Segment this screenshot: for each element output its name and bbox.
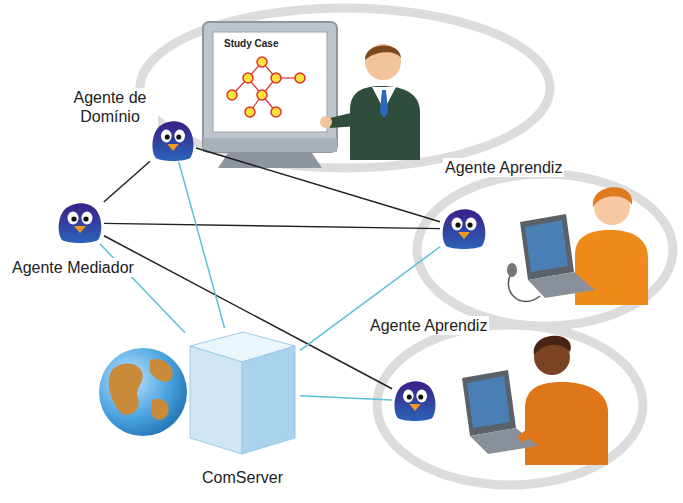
agent-label: Agente de Domínio — [62, 88, 158, 126]
server-shape — [185, 328, 300, 458]
agent-label: Agente Aprendiz — [368, 316, 489, 335]
agent-shape — [392, 380, 438, 422]
connector — [196, 148, 440, 222]
group-ring — [140, 8, 550, 168]
agent-icon: Agente Mediador — [56, 202, 104, 244]
agent-label: Agente Mediador — [10, 258, 136, 277]
server-box: ComServer — [185, 328, 300, 458]
agent-label: ComServer — [200, 468, 285, 487]
screen-title: Study Case — [224, 38, 278, 49]
group-ring — [377, 325, 643, 485]
agent-shape — [440, 208, 488, 250]
agent-icon: Agente de Domínio — [150, 120, 196, 162]
connector — [300, 396, 392, 400]
learner-figure — [462, 336, 608, 465]
teacher-figure — [320, 44, 420, 160]
globe — [99, 348, 187, 436]
agent-label: Agente Aprendiz — [443, 158, 564, 177]
agent-icon: Agente Aprendiz — [440, 208, 488, 250]
learner-figure — [507, 187, 648, 305]
agent-shape — [56, 202, 104, 244]
connector — [104, 223, 440, 228]
monitor — [203, 22, 337, 168]
agent-shape — [150, 120, 196, 162]
group-ring — [417, 174, 673, 326]
connector — [104, 161, 150, 202]
connector — [179, 162, 225, 328]
agent-icon: Agente Aprendiz — [392, 380, 438, 422]
